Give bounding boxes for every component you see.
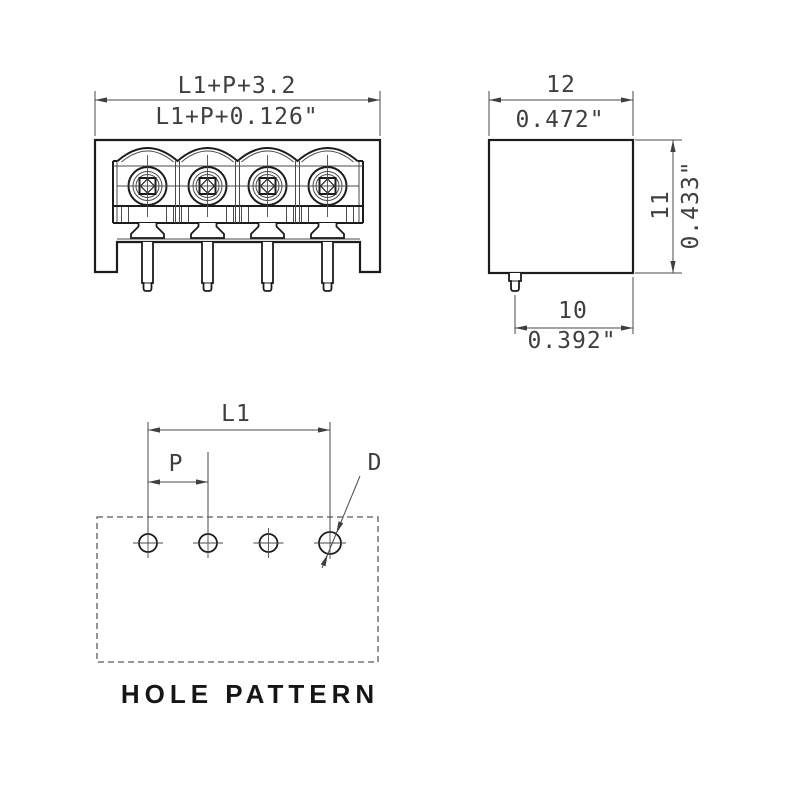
pin-offset-mm: 10 — [558, 298, 588, 324]
wire-funnel-2 — [190, 222, 225, 239]
span-dimension: L1 — [147, 401, 331, 535]
front-width-dimension-inch: L1+P+0.126" — [155, 104, 318, 130]
front-housing-outline — [93, 138, 382, 274]
screw-terminal-4 — [295, 154, 360, 218]
side-width-dimension: 12 0.472" — [488, 72, 634, 136]
dim-arrow-right — [196, 479, 208, 485]
solder-pin-3 — [261, 241, 274, 292]
solder-pin-4 — [321, 241, 334, 292]
front-width-dimension-mm: L1+P+3.2 — [178, 73, 297, 99]
wire-funnel-3 — [250, 222, 285, 239]
side-height-inch: 0.433" — [678, 160, 704, 249]
front-width-dimension: L1+P+3.2 L1+P+0.126" — [94, 73, 381, 136]
dim-arrow-left — [489, 97, 501, 103]
span-label: L1 — [221, 401, 251, 427]
hole-pattern-caption: HOLE PATTERN — [121, 679, 379, 709]
pin-offset-inch: 0.392" — [527, 328, 616, 354]
hole-1 — [132, 527, 164, 559]
hole-3 — [252, 527, 285, 559]
pin-offset-dimension: 10 0.392" — [514, 277, 634, 354]
front-view: L1+P+3.2 L1+P+0.126" — [93, 73, 382, 292]
dim-arrow-left — [515, 325, 527, 331]
pcb-outline-dashed — [96, 516, 379, 663]
dim-arrow-right — [621, 325, 633, 331]
hole-2 — [192, 527, 224, 559]
leader-arrow-lower — [320, 553, 331, 567]
dim-arrow-right — [368, 97, 380, 103]
wire-funnel-1 — [130, 222, 165, 239]
screw-terminal-2 — [175, 154, 240, 218]
solder-pin-1 — [141, 241, 154, 292]
dim-arrow-up — [670, 140, 676, 152]
dim-arrow-left — [148, 427, 160, 433]
dim-arrow-down — [670, 261, 676, 273]
hole-4 — [313, 526, 347, 560]
side-housing-outline — [487, 138, 635, 275]
side-width-inch: 0.472" — [515, 107, 604, 133]
side-width-mm: 12 — [546, 72, 576, 98]
dim-arrow-left — [148, 479, 160, 485]
solder-pin-2 — [201, 241, 214, 292]
wire-funnel-4 — [310, 222, 345, 239]
dim-arrow-left — [95, 97, 107, 103]
hole-pattern-view: L1 P D HOLE PATTERN — [96, 401, 383, 709]
side-solder-pin — [508, 272, 522, 292]
dim-arrow-right — [318, 427, 330, 433]
side-view: 12 0.472" 11 0.433" 10 0.392" — [487, 72, 704, 354]
pitch-label: P — [169, 451, 184, 477]
diameter-label: D — [368, 450, 383, 476]
screw-terminal-3 — [235, 154, 300, 218]
dim-arrow-right — [621, 97, 633, 103]
diameter-callout: D — [320, 450, 383, 569]
pitch-dimension: P — [148, 451, 209, 535]
side-height-dimension: 11 0.433" — [635, 139, 704, 274]
side-height-mm: 11 — [648, 190, 674, 220]
screw-terminal-1 — [115, 154, 180, 218]
